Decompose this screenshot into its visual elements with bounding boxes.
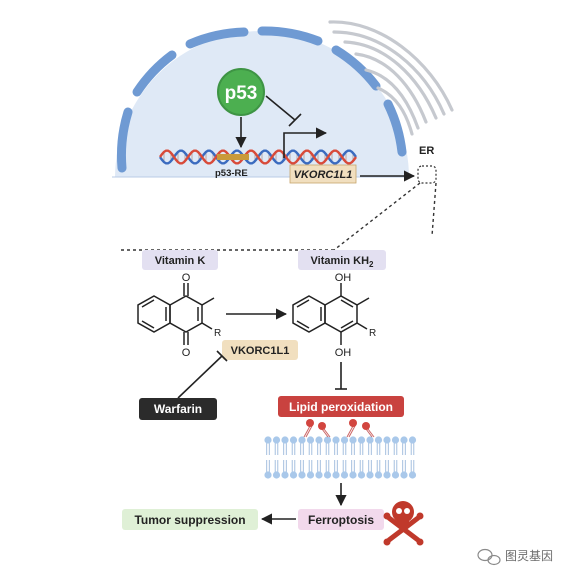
oxidized-lipid-tail (321, 428, 329, 438)
oxidized-lipid-tail (305, 425, 313, 438)
vitamin-k-box: Vitamin K (142, 250, 218, 270)
lipid-head (323, 471, 332, 479)
skull-crossbones-icon (383, 501, 424, 546)
gene-box: VKORC1L1 (289, 164, 357, 184)
zoom-guide-lines (120, 182, 437, 251)
enzyme-label: VKORC1L1 (231, 345, 290, 357)
vitamin-kh2-oh-top: OH (335, 272, 352, 284)
lipid-head (315, 471, 323, 479)
oxidized-lipid-tail (365, 428, 373, 438)
oxidized-lipid-head (306, 419, 314, 427)
p53-label: p53 (225, 83, 258, 104)
lipid-head (374, 471, 383, 479)
lipid-head (349, 471, 357, 479)
lipid-head (366, 436, 374, 444)
oxidized-lipid-head (318, 422, 326, 430)
vitamin-k-label: Vitamin K (155, 255, 206, 267)
vitamin-kh2-subscript: 2 (369, 260, 374, 269)
lipid-head (315, 436, 323, 444)
wechat-logo-icon (477, 548, 501, 566)
lipid-head (400, 436, 408, 444)
lipid-peroxidation-box: Lipid peroxidation (278, 396, 404, 417)
p53-repression-line (265, 95, 302, 127)
vitamin-k-o-bottom: O (182, 347, 191, 359)
oxidized-lipid-head (362, 422, 370, 430)
vitamin-kh2-r-group: R (369, 328, 376, 339)
lipid-head (383, 436, 391, 444)
vitamin-k-r-group: R (214, 328, 221, 339)
p53-re-label: p53-RE (215, 168, 248, 179)
lipid-head (264, 436, 272, 444)
lipid-head (400, 471, 408, 479)
lipid-head (357, 471, 366, 479)
lipid-head (272, 471, 281, 479)
lipid-head (349, 436, 357, 444)
lipid-head (289, 436, 298, 444)
lipid-head (332, 436, 340, 444)
oxidized-lipid-head (349, 419, 357, 427)
lipid-head (298, 471, 306, 479)
vitamin-kh2-label: Vitamin KH (311, 255, 370, 267)
lipid-head (366, 471, 374, 479)
lipid-head (340, 436, 349, 444)
transcription-start-arrow (283, 127, 328, 158)
lipid-bilayer-membrane (264, 419, 417, 479)
lipid-head (323, 436, 332, 444)
oxidized-lipid-tail (303, 425, 311, 438)
lipid-head (357, 436, 366, 444)
ferroptosis-label: Ferroptosis (308, 513, 374, 527)
vitamin-k-o-top: O (182, 272, 191, 284)
watermark: 图灵基因 (477, 548, 553, 566)
warfarin-label: Warfarin (154, 402, 202, 416)
svg-text:Vitamin KH2: Vitamin KH2 (311, 255, 374, 269)
lipid-head (391, 471, 400, 479)
lipid-head (289, 471, 298, 479)
p53-protein: p53 (217, 68, 265, 116)
lipid-head (391, 436, 400, 444)
oxidized-lipid-tail (323, 428, 331, 438)
oxidized-lipid-tail (367, 428, 375, 438)
lipid-peroxidation-label: Lipid peroxidation (289, 400, 393, 414)
er-label: ER (419, 145, 434, 157)
nuclear-envelope (116, 26, 407, 173)
oxidized-lipid-tail (348, 425, 356, 438)
lipid-head (408, 471, 417, 479)
warfarin-box: Warfarin (139, 398, 217, 420)
lipid-head (298, 436, 306, 444)
kh2-inhibits-lipid-line (335, 362, 347, 390)
enzyme-box: VKORC1L1 (222, 340, 298, 360)
lipid-head (408, 436, 417, 444)
lipid-head (306, 436, 315, 444)
lipid-head (374, 436, 383, 444)
lipid-head (306, 471, 315, 479)
oxidized-lipid-tail (346, 425, 354, 438)
gene-label: VKORC1L1 (294, 169, 353, 181)
p53-re-element (217, 154, 249, 160)
lipid-head (281, 471, 289, 479)
lipid-head (264, 471, 272, 479)
ferroptosis-box: Ferroptosis (298, 509, 384, 530)
endoplasmic-reticulum (328, 20, 454, 136)
lipid-head (383, 471, 391, 479)
vitamin-k-quinone-structure (137, 283, 215, 345)
lipid-head (340, 471, 349, 479)
vitamin-kh2-box: Vitamin KH2 (298, 250, 386, 270)
vitamin-kh2-hydroquinone-structure (292, 283, 370, 345)
lipid-head (272, 436, 281, 444)
er-zoom-box (417, 165, 437, 184)
dna-strand (159, 149, 357, 165)
lipid-head (281, 436, 289, 444)
warfarin-inhibition-line (177, 350, 228, 399)
tumor-suppression-label: Tumor suppression (134, 513, 245, 527)
tumor-suppression-box: Tumor suppression (122, 509, 258, 530)
lipid-head (332, 471, 340, 479)
watermark-text: 图灵基因 (505, 549, 553, 563)
nucleus (112, 26, 410, 178)
vitamin-kh2-oh-bottom: OH (335, 347, 352, 359)
